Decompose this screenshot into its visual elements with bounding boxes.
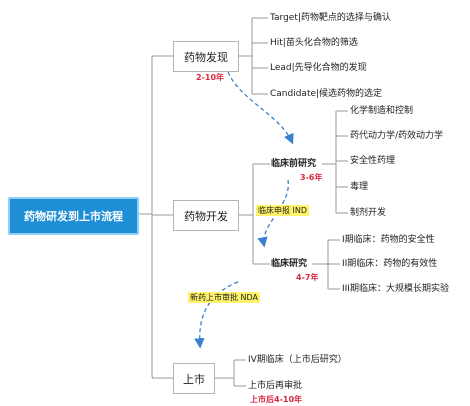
clinical-item-phase1: I期临床：药物的安全性 xyxy=(342,235,435,245)
market-item-reapproval: 上市后再审批 xyxy=(248,381,303,391)
clinical-item-phase2: II期临床：药物的有效性 xyxy=(342,259,438,269)
preclinical-item-toxicology: 毒理 xyxy=(350,182,369,192)
market-item-phase4: IV期临床（上市后研究） xyxy=(248,355,347,365)
preclinical-item-cmc: 化学制造和控制 xyxy=(350,106,414,116)
preclinical-item-safety: 安全性药理 xyxy=(350,156,396,166)
preclinical-duration: 3-6年 xyxy=(300,173,323,182)
discovery-item-target: Target|药物靶点的选择与确认 xyxy=(270,13,391,23)
clinical-node: 临床研究 xyxy=(271,259,308,269)
preclinical-node: 临床前研究 xyxy=(271,159,317,169)
market-duration: 上市后4-10年 xyxy=(250,395,303,404)
market-node: 上市 xyxy=(173,363,215,394)
discovery-item-hit: Hit|苗头化合物的筛选 xyxy=(270,38,358,48)
preclinical-item-formulation: 制剂开发 xyxy=(350,208,387,218)
discovery-duration: 2-10年 xyxy=(196,73,225,82)
development-node: 药物开发 xyxy=(173,200,239,231)
root-node: 药物研发到上市流程 xyxy=(8,197,139,235)
nda-tag: 新药上市审批 NDA xyxy=(188,292,261,303)
discovery-item-candidate: Candidate|候选药物的选定 xyxy=(270,89,383,99)
preclinical-item-pkpd: 药代动力学/药效动力学 xyxy=(350,131,444,141)
clinical-item-phase3: III期临床：大规模长期实验 xyxy=(342,284,449,294)
discovery-item-lead: Lead|先导化合物的发现 xyxy=(270,63,367,73)
clinical-duration: 4-7年 xyxy=(296,273,319,282)
discovery-node: 药物发现 xyxy=(173,41,239,72)
ind-tag: 临床申报 IND xyxy=(256,205,310,216)
